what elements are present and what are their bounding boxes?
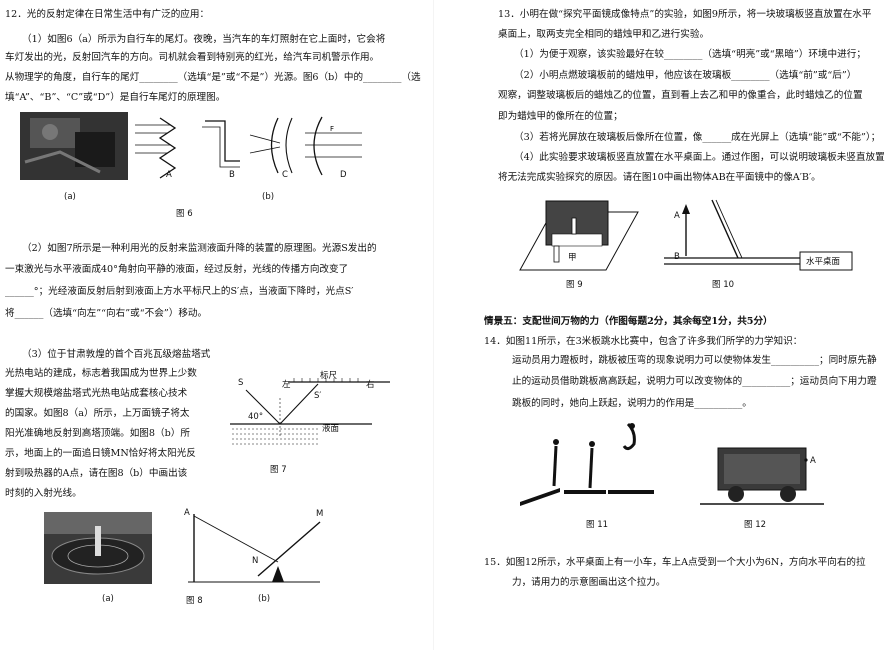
- fig6-options-diagram: F: [135, 116, 362, 179]
- fig9-candle-label: 甲: [568, 253, 577, 263]
- fig6-option-b: B: [229, 170, 235, 180]
- q12-part3-line8: 时刻的入射光线。: [5, 488, 82, 499]
- q12-part2-line1: （2）如图7所示是一种利用光的反射来监测液面升降的装置的原理图。光源S发出的: [22, 243, 377, 254]
- q12-part2-line2: 一束激光与水平液面成40°角射向平静的液面，经过反射，光线的传播方向改变了: [5, 264, 349, 275]
- q13-part2-line1: （2）小明点燃玻璃板前的蜡烛甲，他应该在玻璃板________（选填“前”或“后…: [514, 70, 857, 81]
- q15-line2: 力，请用力的示意图画出这个拉力。: [512, 577, 666, 588]
- q12-part1-line1: （1）如图6（a）所示为自行车的尾灯。夜晚，当汽车的车灯照射在它上面时，它会将: [22, 34, 386, 45]
- fig11-caption: 图 11: [586, 520, 609, 530]
- fig10-point-a: A: [674, 211, 680, 221]
- fig6-label-a: (a): [64, 192, 76, 202]
- solar-plant-photo: [44, 512, 152, 584]
- q13-part3: （3）若将光屏放在玻璃板后像所在位置，像______成在光屏上（选填“能”或“不…: [514, 132, 881, 143]
- q12-part3-line6: 示，地面上的一面追日镜MN恰好将太阳光反: [5, 448, 196, 459]
- q12-part3-line7: 射到吸热器的A点，请在图8（b）中画出该: [5, 468, 188, 479]
- page-divider: [433, 0, 434, 650]
- fig8-caption: 图 8: [186, 596, 203, 606]
- fig7-ruler-label: 标尺: [320, 371, 338, 381]
- q14-line3: 止的运动员借助跳板高高跃起，说明力可以改变物体的__________；运动员向下…: [512, 376, 877, 387]
- photo-texture: [24, 118, 115, 174]
- section5-heading: 情景五：支配世间万物的力（作图每题2分，其余每空1分，共5分）: [484, 316, 773, 327]
- fig6-option-d: D: [340, 170, 347, 180]
- svg-text:F: F: [330, 125, 334, 133]
- fig9-diagram: [519, 200, 639, 271]
- q13-line2: 桌面上，取两支完全相同的蜡烛甲和乙进行实验。: [498, 29, 710, 40]
- fig6-label-b: (b): [262, 192, 275, 202]
- fig8-point-n: N: [252, 556, 259, 566]
- fig8-label-b: (b): [258, 594, 271, 604]
- fig12-caption: 图 12: [744, 520, 767, 530]
- q12-part2-line4: 将______（选填“向左”“向右”或“不会”）移动。: [5, 308, 208, 319]
- fig6-option-a: A: [166, 170, 172, 180]
- fig6-option-c: C: [282, 170, 288, 180]
- q13-line1: 13．小明在做“探究平面镜成像特点”的实验，如图9所示，将一块玻璃板竖直放置在水…: [498, 9, 872, 20]
- fig8-point-m: M: [316, 509, 324, 519]
- fig7-point-s: S: [238, 378, 244, 388]
- fig9-caption: 图 9: [566, 280, 583, 290]
- q12-part1-line2: 车灯发出的光，反射回汽车的方向。司机就会看到特别亮的红光，给汽车司机警示作用。: [5, 52, 380, 63]
- fig10-caption: 图 10: [712, 280, 735, 290]
- fig6-caption: 图 6: [176, 209, 193, 219]
- bike-taillight-photo: [20, 112, 128, 180]
- q12-part2-line3: ______°；光经液面反射后射到液面上方水平标尺上的S′点，当液面下降时，光点…: [5, 286, 354, 297]
- q14-line2: 运动员用力蹬板时，跳板被压弯的现象说明力可以使物体发生__________；同时…: [512, 355, 877, 366]
- fig7-angle-label: 40°: [248, 412, 264, 422]
- fig8-point-a: A: [184, 508, 190, 518]
- q14-line4: 跳板的同时，她向上跃起，说明力的作用是__________。: [512, 398, 752, 409]
- q13-part2-line2: 观察，调整玻璃板后的蜡烛乙的位置，直到看上去乙和甲的像重合，此时蜡烛乙的位置: [498, 90, 863, 101]
- q12-part1-line4: 填“A”、“B”、“C”或“D”）是自行车尾灯的原理图。: [5, 92, 226, 103]
- q12-part3-line2: 光热电站的建成，标志着我国成为世界上少数: [5, 368, 197, 379]
- fig11-diagram: [520, 422, 654, 506]
- q12-part3-line4: 的国家。如图8（a）所示，上万面镜子将太: [5, 408, 190, 419]
- fig8b-diagram: [188, 514, 321, 583]
- q14-line1: 14．如图11所示，在3米板跳水比赛中，包含了许多我们所学的力学知识：: [484, 336, 803, 347]
- fig10-diagram: [664, 199, 853, 271]
- q15-line1: 15．如图12所示，水平桌面上有一小车，车上A点受到一个大小为6N，方向水平向右…: [484, 557, 866, 568]
- q12-part1-line3: 从物理学的角度，自行车的尾灯________（选填“是”或“不是”）光源。图6（…: [5, 72, 421, 83]
- q12-heading: 12．光的反射定律在日常生活中有广泛的应用：: [5, 9, 210, 20]
- fig7-left-label: 左: [282, 380, 291, 390]
- fig10-point-b: B: [674, 252, 680, 262]
- fig8-label-a: (a): [102, 594, 114, 604]
- fig12-diagram: [700, 447, 824, 505]
- fig7-right-label: 右: [366, 380, 375, 390]
- q13-part4-line1: （4）此实验要求玻璃板竖直放置在水平桌面上。通过作图，可以说明玻璃板未竖直放置: [514, 152, 885, 163]
- photo-texture-solar: [44, 512, 152, 575]
- fig10-table-label: 水平桌面: [806, 257, 841, 267]
- fig12-point-a: A: [810, 456, 816, 466]
- fig7-point-s-prime: S′: [314, 391, 322, 401]
- fig7-caption: 图 7: [270, 465, 287, 475]
- q13-part2-line3: 即为蜡烛甲的像所在的位置；: [498, 111, 623, 122]
- q13-part4-line2: 将无法完成实验探究的原因。请在图10中画出物体AB在平面镜中的像A′B′。: [498, 172, 821, 183]
- fig7-liquid-label: 液面: [322, 424, 340, 434]
- q12-part3-line1: （3）位于甘肃敦煌的首个百兆瓦级熔盐塔式: [22, 349, 211, 360]
- q12-part3-line3: 掌握大规模熔盐塔式光热电站成套核心技术: [5, 388, 188, 399]
- fig7-diagram: [230, 378, 390, 445]
- q13-part1: （1）为便于观察，该实验最好在较________（选填“明亮”或“黑暗”）环境中…: [514, 49, 866, 60]
- q12-part3-line5: 阳光准确地反射到高塔顶端。如图8（b）所: [5, 428, 190, 439]
